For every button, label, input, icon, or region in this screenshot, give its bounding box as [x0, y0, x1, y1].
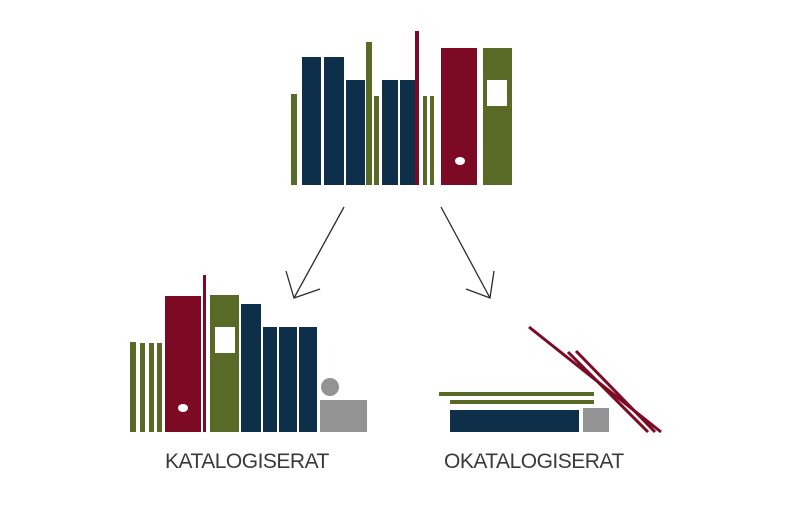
book-olive-flat	[439, 392, 594, 396]
binder-olive	[483, 48, 512, 185]
book-navy	[279, 327, 297, 432]
book-olive-flat	[450, 400, 594, 404]
gray-box	[583, 408, 609, 432]
arrow-to-uncataloged	[440, 206, 495, 299]
uncataloged-label: OKATALOGISERAT	[444, 450, 624, 473]
cataloged-books-shelf	[130, 275, 367, 432]
book-crimson-thin	[203, 275, 206, 432]
uncataloged-books-pile	[439, 325, 662, 434]
book-crimson-thin	[415, 31, 419, 185]
binder-label	[215, 327, 235, 353]
figurine-head	[321, 378, 339, 396]
book-navy	[400, 80, 415, 185]
unsorted-books-shelf	[291, 31, 512, 185]
book-olive-thin	[140, 343, 145, 432]
book-navy	[299, 327, 317, 432]
arrow-to-cataloged	[285, 206, 345, 299]
book-navy	[302, 57, 321, 185]
book-olive-thin	[157, 343, 162, 432]
book-olive-thin	[374, 96, 379, 185]
book-navy	[382, 80, 398, 185]
book-crimson-fallen	[566, 350, 650, 434]
book-navy	[241, 304, 261, 432]
book-navy	[324, 57, 344, 185]
binder-olive	[210, 295, 239, 432]
book-olive-leaning	[366, 42, 372, 185]
book-navy	[346, 80, 365, 185]
book-olive-thin	[149, 343, 154, 432]
book-olive-thin	[423, 96, 427, 185]
figurine-box	[320, 400, 367, 432]
book-olive-thin	[130, 342, 136, 432]
binder-label	[487, 80, 507, 106]
book-navy-flat	[450, 410, 579, 432]
book-navy	[263, 327, 277, 432]
cataloged-label: KATALOGISERAT	[165, 450, 329, 473]
binder-ring-hole	[455, 157, 465, 165]
book-crimson-fallen	[574, 349, 657, 434]
book-olive-thin	[430, 96, 434, 185]
binder-ring-hole	[178, 404, 188, 412]
book-olive-thin	[291, 94, 297, 185]
